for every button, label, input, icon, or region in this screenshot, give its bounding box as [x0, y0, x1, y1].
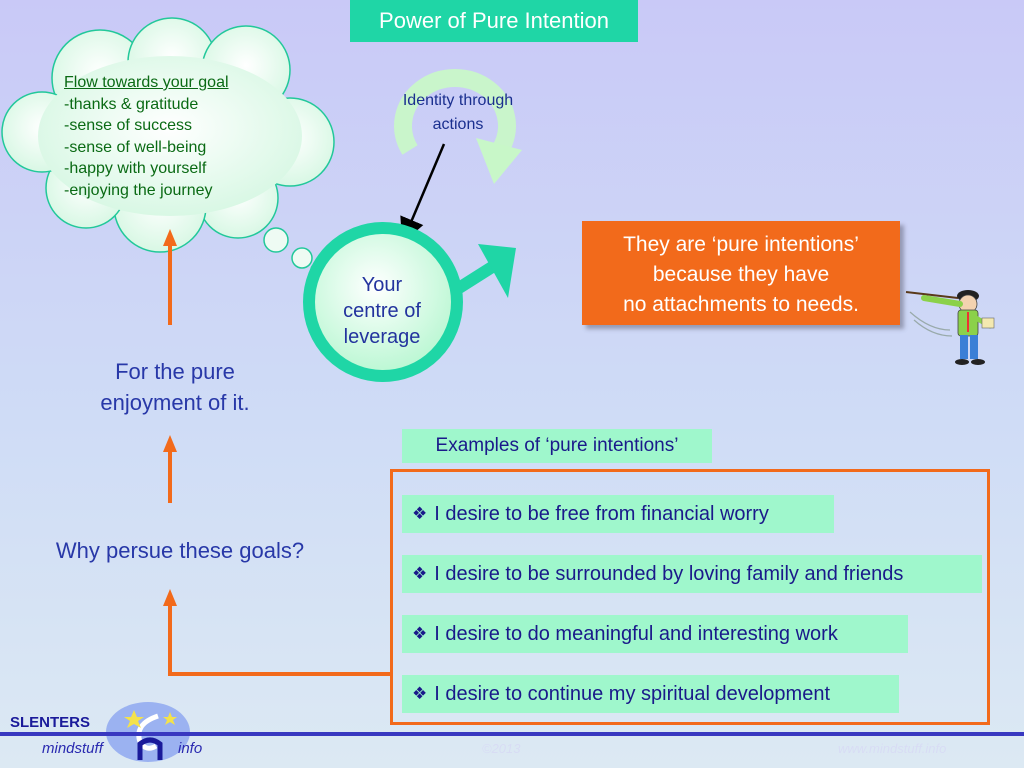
slide-title: Power of Pure Intention: [350, 0, 638, 42]
note-line: no attachments to needs.: [623, 293, 859, 316]
examples-label: Examples of ‘pure intentions’: [402, 429, 712, 463]
connector-arrow: [163, 589, 390, 676]
up-arrow-1: [163, 229, 177, 325]
centre-line: leverage: [343, 326, 421, 348]
identity-label: Identity through actions: [380, 89, 536, 137]
identity-line: Identity through: [402, 92, 514, 109]
note-line: They are ‘pure intentions’: [623, 233, 859, 256]
examples-frame: [390, 469, 990, 725]
centre-circle: [303, 222, 463, 382]
thought-cloud: [1, 17, 335, 278]
example-item: ❖ I desire to continue my spiritual deve…: [402, 675, 899, 713]
brand-left-word: mindstuff: [42, 740, 103, 757]
identity-line: actions: [432, 116, 484, 133]
centre-line: centre of: [343, 300, 421, 322]
diamond-bullet-icon: ❖: [412, 624, 428, 643]
example-text: I desire to be surrounded by loving fami…: [434, 562, 904, 585]
cycle-arrow-icon: [394, 69, 522, 184]
presenter-figure: [905, 290, 995, 365]
cloud-line: -enjoying the journey: [64, 181, 213, 199]
enjoyment-label: For the pure enjoyment of it.: [60, 356, 290, 418]
copyright: ©2013: [482, 741, 521, 756]
website-link[interactable]: www.mindstuff.info: [838, 741, 947, 756]
diamond-bullet-icon: ❖: [412, 564, 428, 583]
cloud-line: -thanks & gratitude: [64, 95, 199, 113]
cloud-line: -sense of success: [64, 117, 193, 134]
cloud-text: Flow towards your goal -thanks & gratitu…: [64, 72, 284, 201]
cloud-line: -happy with yourself: [64, 160, 207, 177]
pointer-arrow: [400, 143, 446, 244]
note-line: because they have: [652, 263, 830, 286]
enjoy-line: enjoyment of it.: [100, 390, 250, 415]
enjoy-line: For the pure: [115, 359, 235, 384]
cloud-heading: Flow towards your goal: [64, 74, 229, 91]
example-item: ❖ I desire to be surrounded by loving fa…: [402, 555, 982, 593]
example-item: ❖ I desire to do meaningful and interest…: [402, 615, 908, 653]
cloud-line: -sense of well-being: [64, 138, 207, 156]
example-text: I desire to continue my spiritual develo…: [434, 682, 831, 705]
example-item: ❖ I desire to be free from financial wor…: [402, 495, 834, 533]
brand-name: SLENTERS: [10, 714, 91, 731]
example-text: I desire to be free from financial worry: [434, 502, 769, 525]
diamond-bullet-icon: ❖: [412, 684, 428, 703]
example-text: I desire to do meaningful and interestin…: [434, 622, 838, 645]
brand-right-word: info: [178, 740, 203, 757]
centre-label: Your centre of leverage: [320, 272, 444, 350]
pure-intentions-note: They are ‘pure intentions’ because they …: [582, 221, 900, 325]
centre-line: Your: [361, 274, 403, 296]
footer-rule: [0, 732, 1024, 736]
why-label: Why persue these goals?: [55, 538, 305, 563]
diamond-bullet-icon: ❖: [412, 504, 428, 523]
up-arrow-2: [163, 435, 177, 503]
